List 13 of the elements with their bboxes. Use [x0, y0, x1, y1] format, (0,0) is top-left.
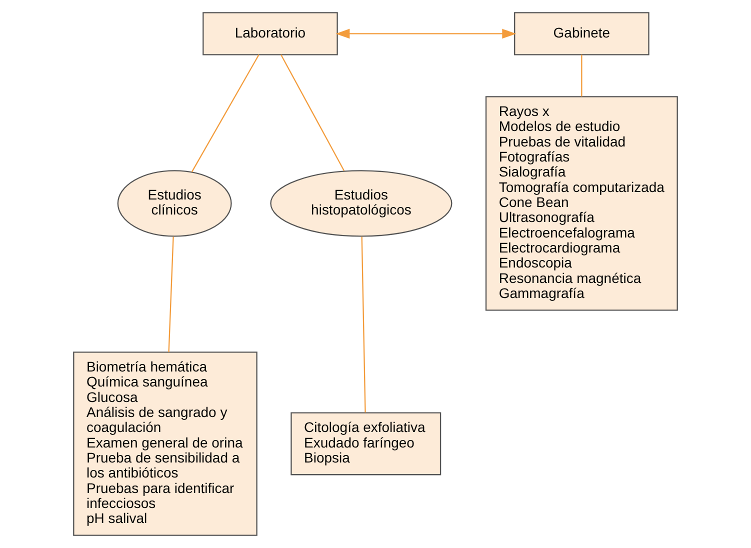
connector — [280, 54, 345, 171]
arrow — [336, 28, 516, 39]
connector — [168, 236, 174, 352]
node-box: Biometría hemática Química sanguínea Glucosa Análisis de sangrado y coagulación Examen general de orina Prueba de sensibilidad a los antibióticos Pruebas para identificar infecciosos pH salival — [73, 352, 258, 536]
node-box: Rayos x Modelos de estudio Pruebas de vitalidad Fotografías Sialografía Tomografía computarizada Cone Bean Ultrasonografía Electroencefalograma Electrocardiograma Endoscopia Resonancia magnética Gammagrafía — [485, 96, 678, 311]
node-box: Citología exfoliativa Exudado faríngeo Biopsia — [290, 412, 442, 476]
node-ellipse: Estudios clínicos — [117, 170, 232, 237]
node-box: Laboratorio — [202, 12, 338, 56]
node-ellipse: Estudios histopatológicos — [270, 170, 452, 237]
connector — [361, 236, 366, 412]
connector — [191, 54, 260, 172]
connector — [581, 54, 582, 96]
node-box: Gabinete — [514, 12, 650, 56]
